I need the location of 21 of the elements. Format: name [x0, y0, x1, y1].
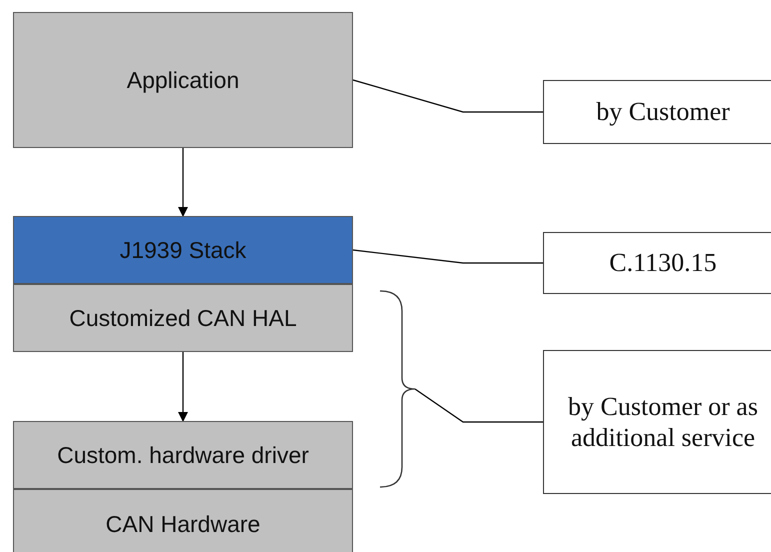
layer-box	[13, 216, 353, 284]
node-label: by Customer	[596, 96, 730, 128]
layer-box	[13, 489, 353, 552]
node-label: Customized CAN HAL	[69, 304, 297, 332]
node-label: C.1130.15	[609, 247, 717, 279]
node-label: Application	[126, 66, 240, 94]
note-box	[543, 232, 771, 294]
node-label: J1939 Stack	[120, 236, 246, 264]
leader-line	[352, 249, 543, 264]
node-label: CAN Hardware	[106, 510, 260, 538]
node-label: Custom. hardware driver	[57, 442, 309, 468]
note-box	[543, 350, 771, 494]
layer-box	[13, 421, 353, 489]
layer-box	[13, 284, 353, 352]
node-label: by Customer or as additional service	[567, 390, 759, 454]
arrow	[178, 148, 188, 217]
leader-line	[352, 79, 543, 113]
note-box	[543, 80, 771, 144]
leader-line	[414, 388, 543, 423]
arrow	[178, 352, 188, 422]
layer-box	[13, 12, 353, 148]
